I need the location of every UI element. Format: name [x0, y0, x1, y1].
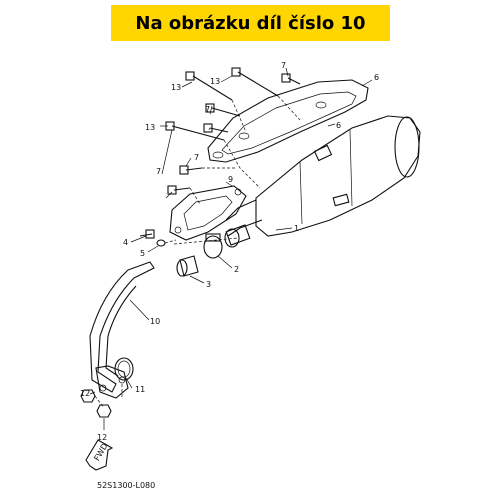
callout-13: 13	[145, 123, 155, 132]
fwd-arrow: FWD	[85, 439, 114, 471]
callout-5: 5	[140, 249, 145, 258]
callout-13: 13	[171, 83, 181, 92]
leader-lines	[89, 67, 373, 430]
exhaust-pipe	[89, 261, 155, 399]
callout-6: 6	[374, 73, 379, 82]
gasket-plate	[169, 185, 247, 241]
callout-3: 3	[206, 280, 211, 289]
callout-12: 12	[80, 389, 90, 398]
part-number-banner: Na obrázku díl číslo 10	[111, 5, 390, 41]
callout-2: 2	[234, 265, 239, 274]
callout-7: 7	[281, 61, 286, 70]
heat-shield	[207, 79, 369, 163]
callout-11: 11	[135, 385, 145, 394]
banner-text: Na obrázku díl číslo 10	[135, 12, 366, 34]
diagram-code: 52S1300-L080	[97, 481, 155, 490]
callout-7: 7	[156, 167, 161, 176]
gasket-and-nuts	[80, 357, 134, 418]
muffler	[224, 115, 421, 248]
callout-7: 7	[205, 105, 210, 114]
clamp-and-sleeve	[176, 233, 223, 277]
callout-6: 6	[336, 121, 341, 130]
callout-7: 7	[194, 153, 199, 162]
assembly-lines	[94, 95, 301, 409]
callout-labels: 13 7 6 13 7 13 6 7 9 7 1 4 5 2 3 10 11 1…	[80, 61, 379, 442]
callout-4: 4	[123, 238, 128, 247]
callout-10: 10	[150, 317, 160, 326]
callout-1: 1	[294, 224, 299, 233]
bolts-group	[139, 67, 301, 247]
callout-9: 9	[228, 175, 233, 184]
callout-13: 13	[210, 77, 220, 86]
callout-12: 12	[97, 433, 107, 442]
